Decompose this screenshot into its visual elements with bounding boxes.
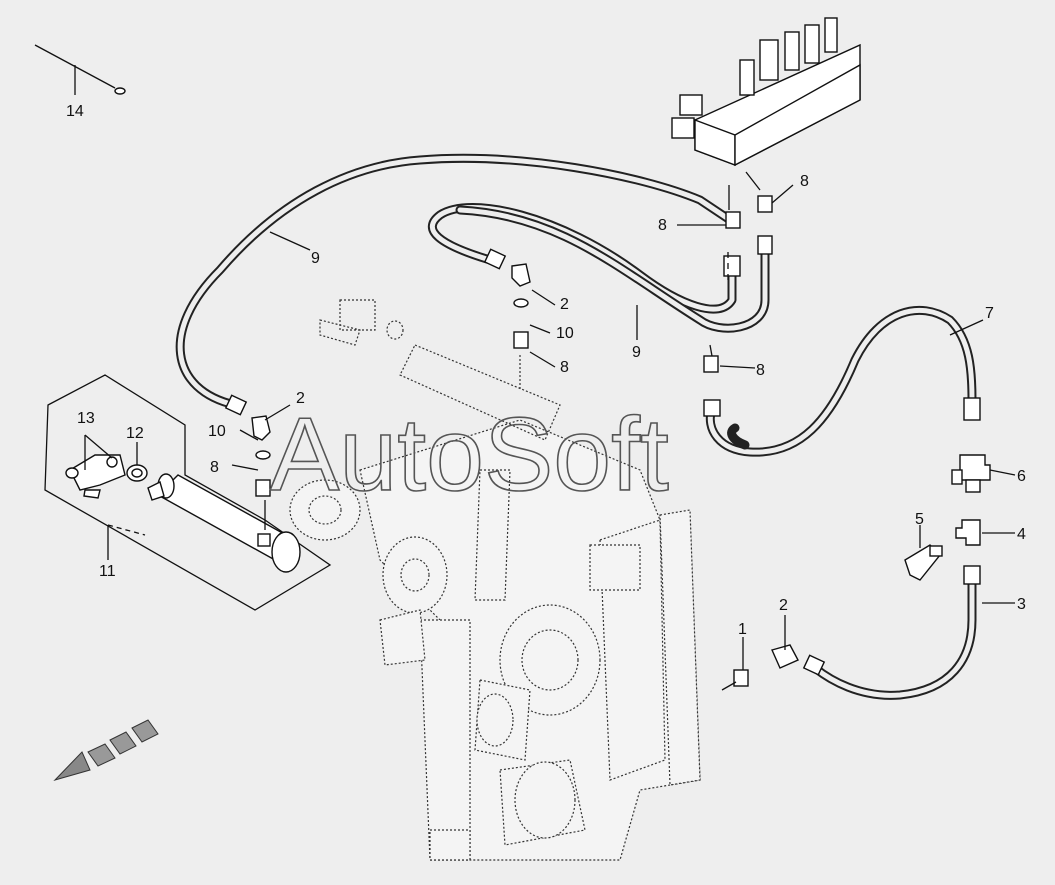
- callout-9-middle: 9: [632, 344, 641, 361]
- callout-11: 11: [99, 563, 116, 580]
- direction-arrow-icon: [53, 719, 159, 781]
- callout-4: 4: [1017, 526, 1026, 543]
- callout-8-middle: 8: [560, 359, 569, 376]
- leader-lines: [74, 65, 1016, 691]
- callout-13: 13: [77, 410, 95, 427]
- callout-3: 3: [1017, 596, 1026, 613]
- callout-2-middle: 2: [560, 296, 569, 313]
- callout-2-lower: 2: [779, 597, 788, 614]
- cylinder-group: [44, 374, 332, 611]
- callout-8-top-left: 8: [658, 217, 667, 234]
- callout-labels: 14 9 2 10 8 8 8 2 10 8 9 8 7 6 5 4 3 2 1…: [66, 103, 1026, 638]
- callout-10-left: 10: [208, 423, 226, 440]
- callout-10-middle: 10: [556, 325, 574, 342]
- control-valve-block: [671, 17, 861, 167]
- callout-5: 5: [915, 511, 924, 528]
- watermark: AutoSoft: [270, 397, 669, 513]
- callout-8-lower: 8: [756, 362, 765, 379]
- callout-9-left: 9: [311, 250, 320, 267]
- fittings: [224, 195, 991, 687]
- callout-12: 12: [126, 425, 144, 442]
- callout-1: 1: [738, 621, 747, 638]
- drive-shaft-outline: [319, 299, 561, 441]
- cable-tie: [34, 44, 126, 95]
- callout-14: 14: [66, 103, 84, 120]
- callout-6: 6: [1017, 468, 1026, 485]
- callout-2-left: 2: [296, 390, 305, 407]
- callout-8-top-right: 8: [800, 173, 809, 190]
- machine-frame: [289, 419, 701, 861]
- callout-7: 7: [985, 305, 994, 322]
- hoses: [175, 153, 977, 700]
- callout-8-left: 8: [210, 459, 219, 476]
